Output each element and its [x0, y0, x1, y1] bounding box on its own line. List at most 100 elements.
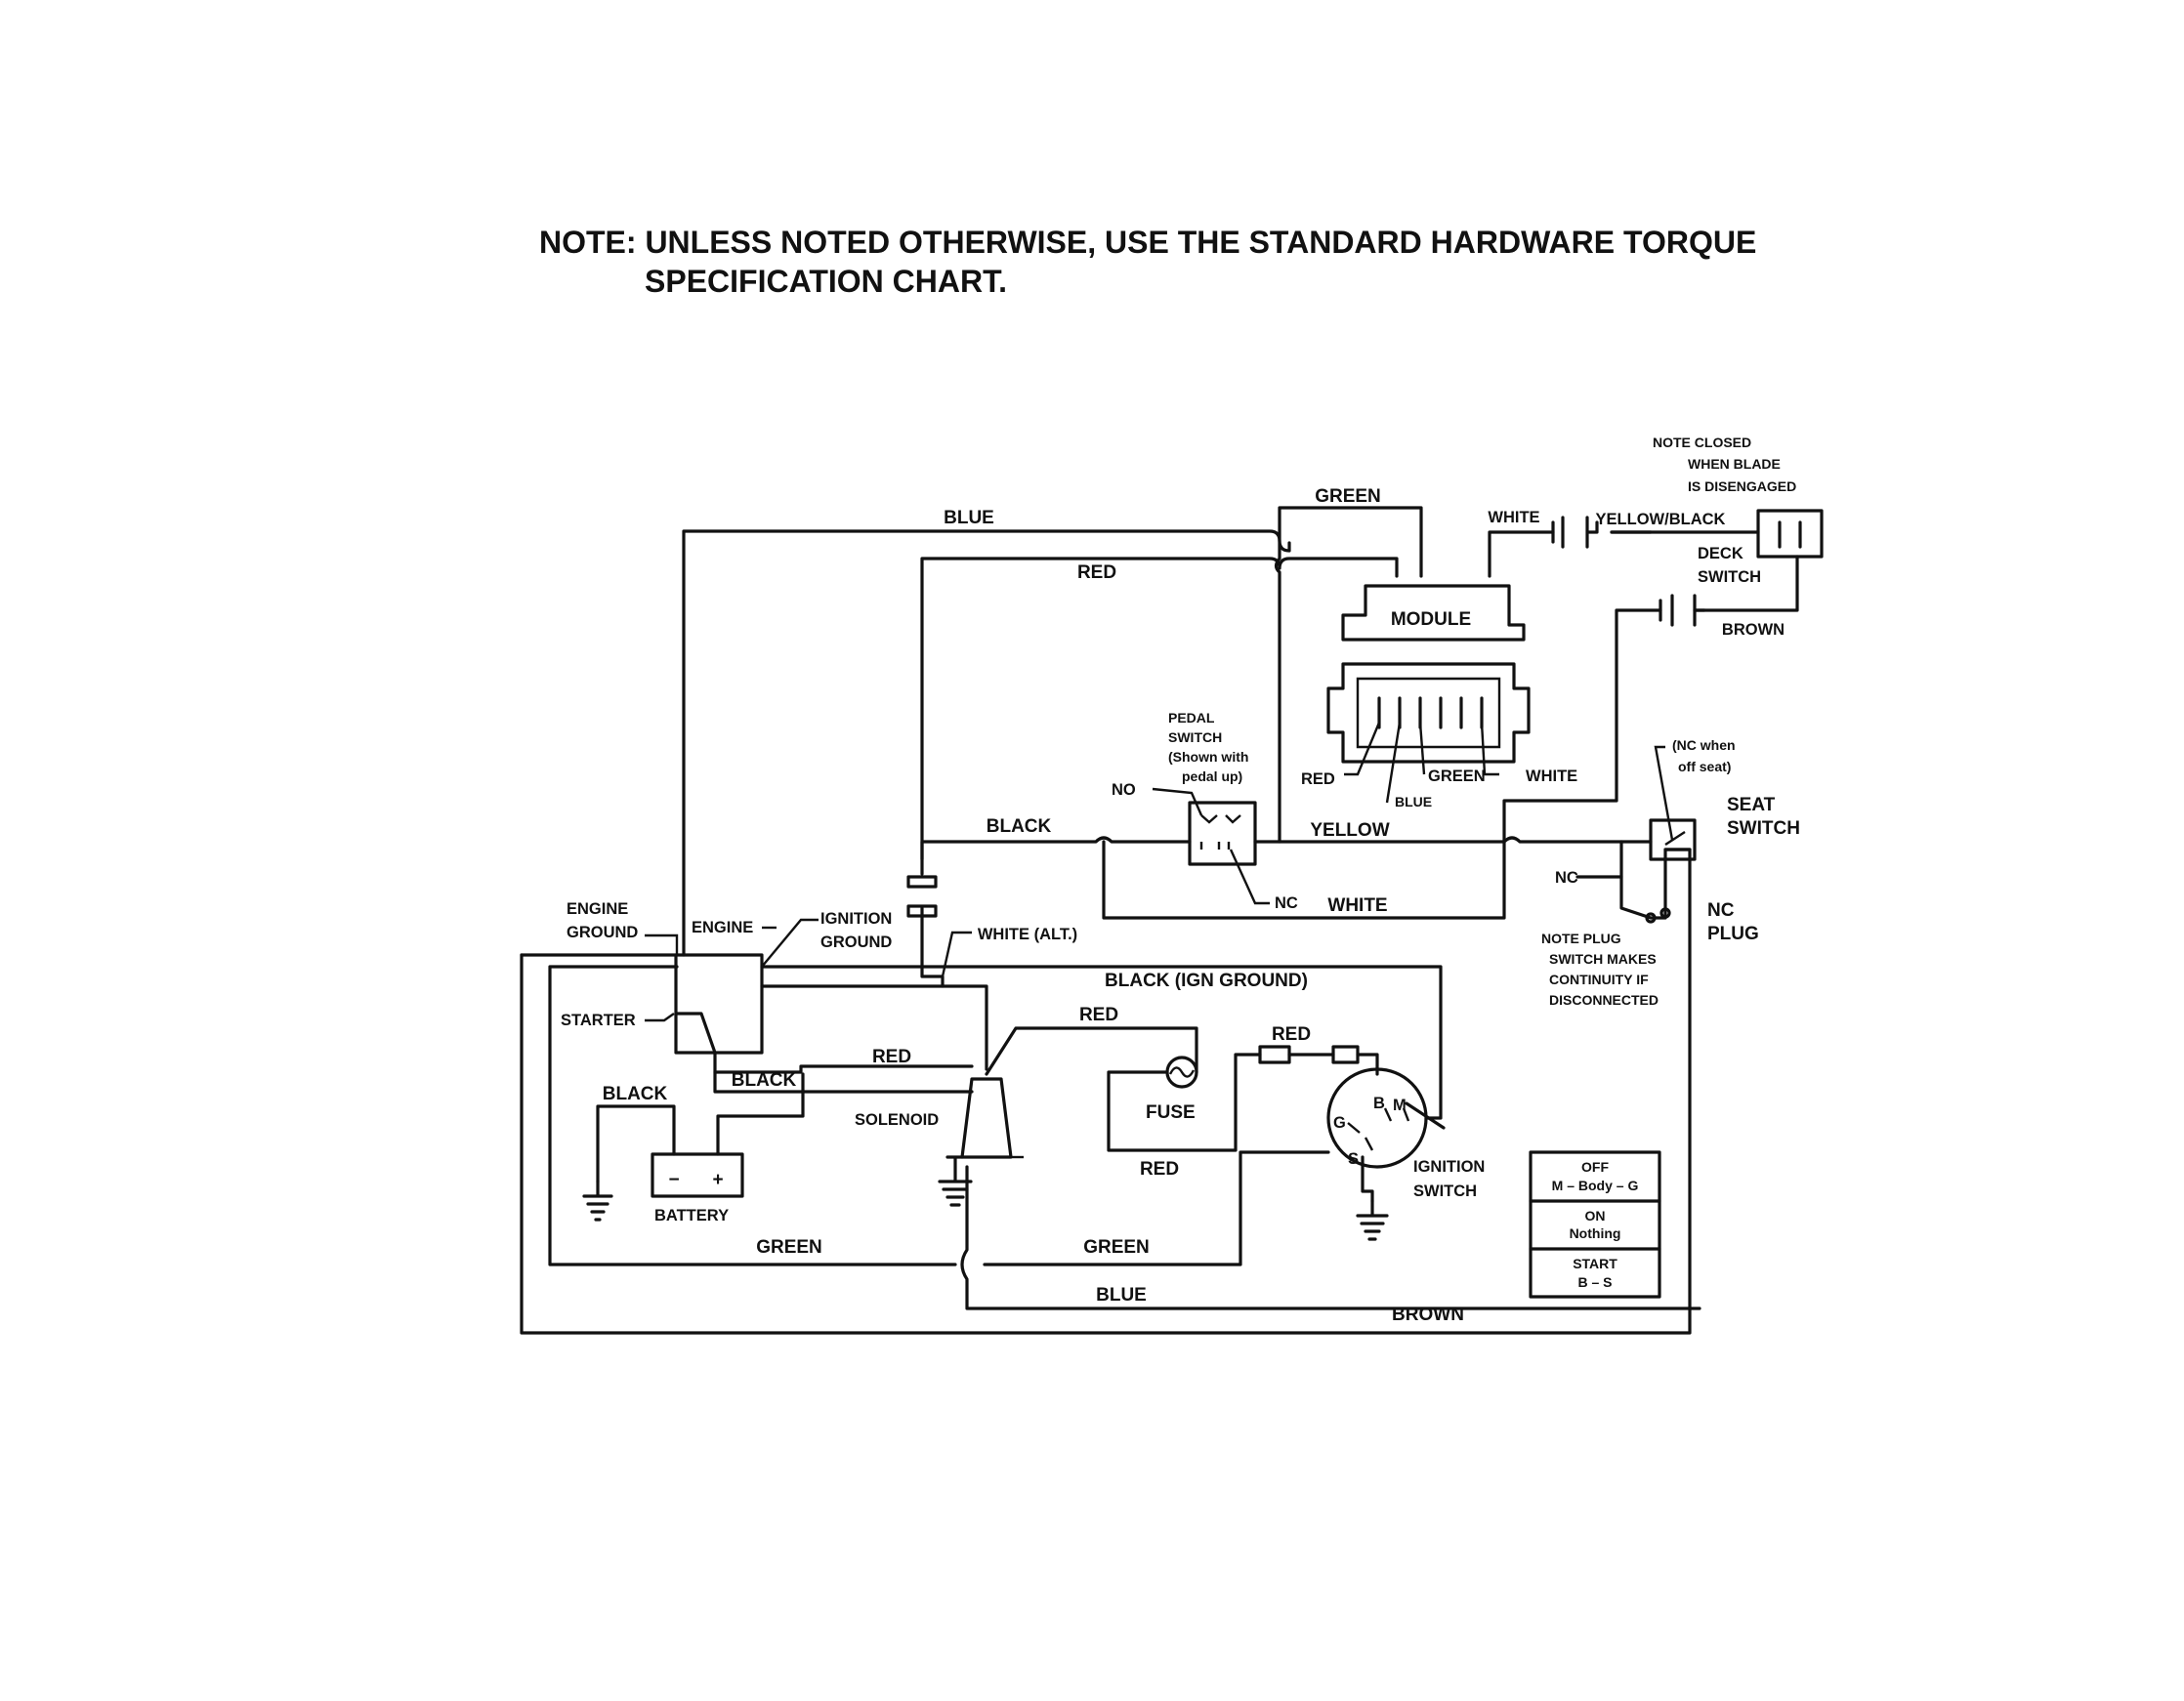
label-red-top: RED: [1077, 562, 1116, 583]
ignition-terminal-s: S: [1348, 1150, 1359, 1168]
label-white-mid: WHITE: [1327, 895, 1387, 916]
pedal-nc-label: NC: [1275, 894, 1298, 912]
pedal-label-4: pedal up): [1182, 768, 1242, 784]
ignition-ground-label-2: GROUND: [820, 933, 892, 951]
pedal-label-3: (Shown with: [1168, 749, 1248, 765]
nc-plug-label-2: PLUG: [1707, 924, 1759, 944]
battery-plus: +: [712, 1170, 723, 1190]
deck-switch: [1756, 509, 1824, 559]
pedal-nc-lead: [1229, 849, 1270, 905]
battery: − +: [582, 1152, 744, 1222]
ignition-switch-label-2: SWITCH: [1413, 1182, 1477, 1200]
seat-switch-body: [1649, 818, 1697, 861]
label-black-mid: BLACK: [987, 816, 1052, 837]
pedal-label-2: SWITCH: [1168, 729, 1222, 745]
bullet-connectors: [906, 516, 1706, 918]
torque-note-line2: SPECIFICATION CHART.: [645, 264, 1007, 299]
battery-label: BATTERY: [654, 1207, 729, 1224]
solenoid-body: [960, 1077, 1013, 1159]
connector-inner: [1356, 677, 1501, 749]
connector-brown: [1659, 594, 1706, 627]
wire-red-starter: [713, 1064, 974, 1074]
wire-white-alt: [920, 906, 945, 988]
seat-note-line2: off seat): [1678, 759, 1731, 774]
wire-red-fuse-loop: [1107, 1053, 1379, 1152]
starter-label: STARTER: [561, 1012, 636, 1029]
switch-table-state-0: OFF: [1581, 1159, 1609, 1175]
switch-table-border: [1529, 1150, 1661, 1299]
label-black-ign-ground: BLACK (IGN GROUND): [1105, 971, 1308, 991]
ignition-switch-contacts: [1347, 1107, 1410, 1151]
label-yellow-black: YELLOW/BLACK: [1596, 511, 1726, 528]
nc-plug-label-1: NC: [1707, 900, 1735, 921]
seat-nc-label: NC: [1555, 869, 1578, 887]
fuse-label: FUSE: [1146, 1102, 1196, 1123]
seat-note-lead: [1654, 745, 1674, 841]
module-connector: [1326, 662, 1531, 804]
label-yellow-mid: YELLOW: [1310, 820, 1389, 841]
wires: [520, 506, 1799, 1335]
wire-labels: BLUE GREEN RED WHITE YELLOW/BLACK BROWN …: [603, 486, 1785, 1325]
ignition-terminal-g: G: [1333, 1114, 1346, 1132]
solenoid-ground: [938, 1155, 973, 1207]
ignition-switch-ground: [1356, 1199, 1389, 1241]
wire-red-battery: [716, 1072, 805, 1156]
switch-table-contacts-2: B – S: [1577, 1274, 1612, 1290]
wire-black-battery: [596, 1104, 676, 1183]
wire-seat-nc: [1619, 840, 1692, 920]
label-red-starter: RED: [872, 1047, 911, 1067]
wire-red-top: [920, 557, 1399, 861]
module: MODULE: [1341, 584, 1526, 642]
solenoid: [938, 1077, 1024, 1207]
label-blue-top: BLUE: [944, 508, 994, 528]
connector-red-black: [906, 875, 938, 918]
wire-green-bottom: [520, 953, 1330, 1266]
engine: [645, 918, 972, 1055]
white-alt-lead: [941, 931, 972, 977]
pedal-label-1: PEDAL: [1168, 710, 1215, 726]
ignition-switch-body: [1326, 1067, 1428, 1169]
label-blue-bottom: BLUE: [1096, 1285, 1147, 1306]
wire-white-module: [1488, 530, 1653, 578]
deck-note-line3: IS DISENGAGED: [1688, 478, 1796, 494]
wire-green-top: [1274, 506, 1423, 844]
fuse-body: [1165, 1056, 1198, 1089]
ignition-terminal-m: M: [1393, 1097, 1407, 1114]
plug-note-line4: DISCONNECTED: [1549, 992, 1659, 1008]
solenoid-label: SOLENOID: [855, 1111, 939, 1129]
label-white-module: WHITE: [1488, 509, 1539, 526]
label-red-fuse-link: RED: [1272, 1024, 1311, 1045]
connector-leads: [1344, 722, 1499, 804]
label-green-bottom-right: GREEN: [1083, 1237, 1150, 1258]
engine-ground-label-1: ENGINE: [567, 900, 628, 918]
connector-red-label: RED: [1301, 770, 1335, 788]
fuse-element: [1168, 1066, 1196, 1078]
torque-note-line1: NOTE: UNLESS NOTED OTHERWISE, USE THE ST…: [539, 225, 1757, 260]
switch-table-state-1: ON: [1585, 1208, 1606, 1224]
module-body: [1341, 584, 1526, 642]
pedal-switch-body: [1188, 801, 1257, 866]
label-brown-deck: BROWN: [1722, 621, 1785, 639]
wire-black-ign-ground: [760, 965, 1443, 1120]
deck-switch-body: [1756, 509, 1824, 559]
connector-shell: [1326, 662, 1531, 764]
inline-connector-1: [1258, 1045, 1291, 1064]
nc-plug-contact-1: [1645, 912, 1657, 924]
engine-label: ENGINE: [692, 919, 753, 936]
plug-note-line3: CONTINUITY IF: [1549, 972, 1649, 987]
label-white-alt: WHITE (ALT.): [978, 926, 1077, 943]
ignition-ground-lead: [761, 918, 819, 968]
wire-black-mid: [920, 836, 1192, 876]
connector-white-label: WHITE: [1526, 768, 1577, 785]
label-brown-bottom: BROWN: [1392, 1305, 1464, 1325]
red-inline-connectors: [1258, 1045, 1360, 1064]
label-green-bottom-left: GREEN: [756, 1237, 822, 1258]
module-label: MODULE: [1391, 609, 1471, 630]
seat-switch: [1645, 745, 1697, 924]
connector-green-label: GREEN: [1428, 768, 1486, 785]
switch-table-contacts-1: Nothing: [1570, 1225, 1621, 1241]
label-red-solenoid-top: RED: [1079, 1005, 1118, 1025]
component-labels: RED GREEN BLUE WHITE NOTE CLOSED WHEN BL…: [561, 435, 1800, 1224]
pedal-switch: [1152, 787, 1270, 905]
